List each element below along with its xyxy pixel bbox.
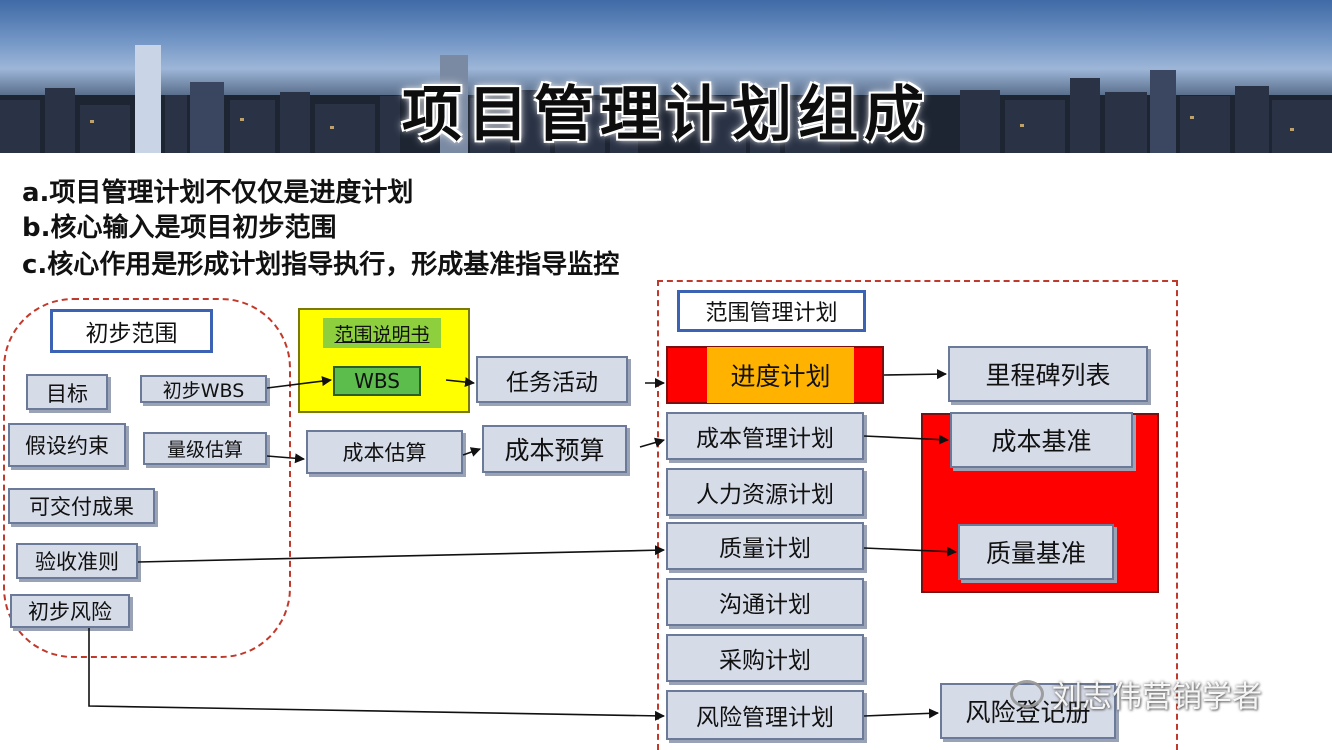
arrow-wbs-to-wbs <box>266 376 332 389</box>
wbs-box: WBS <box>333 366 421 396</box>
point-b: b.核心输入是项目初步范围 <box>22 213 337 243</box>
cost-baseline-box: 成本基准 <box>950 412 1133 468</box>
procurement-plan-box: 采购计划 <box>666 634 864 682</box>
page-title: 项目管理计划组成 <box>402 80 930 150</box>
acceptance-criteria-box: 验收准则 <box>16 543 138 579</box>
assumption-constraint-box: 假设约束 <box>8 423 126 467</box>
cost-estimate-box: 成本估算 <box>306 430 463 474</box>
arrow-risk-plan-to-register <box>863 708 939 719</box>
plan-group <box>657 280 1178 750</box>
cost-budget-box: 成本预算 <box>482 425 627 473</box>
schedule-plan-box: 进度计划 <box>707 347 854 403</box>
goal-box: 目标 <box>26 374 108 410</box>
quality-plan-box: 质量计划 <box>666 522 864 570</box>
initial-wbs-box: 初步WBS <box>140 375 267 403</box>
arrow-budget-to-cost-plan <box>639 437 665 448</box>
arrow-schedule-to-milestone <box>883 369 947 380</box>
arrow-quality-plan-to-baseline <box>863 546 957 557</box>
initial-risk-box: 初步风险 <box>10 594 130 628</box>
task-activity-box: 任务活动 <box>476 356 628 403</box>
point-c: c.核心作用是形成计划指导执行，形成基准指导监控 <box>22 250 620 280</box>
scope-statement-label: 范围说明书 <box>323 318 441 348</box>
hr-plan-box: 人力资源计划 <box>666 468 864 516</box>
arrow-cost-plan-to-baseline <box>863 434 949 445</box>
risk-management-plan-box: 风险管理计划 <box>666 690 864 740</box>
arrow-criteria-to-quality-plan <box>137 545 665 563</box>
watermark: 刘志伟营销学者 <box>1010 672 1262 716</box>
arrow-cost-estimate-to-budget <box>462 447 481 457</box>
arrow-wbs-to-task <box>445 377 475 388</box>
point-a: a.项目管理计划不仅仅是进度计划 <box>22 178 414 208</box>
milestone-list-box: 里程碑列表 <box>948 346 1148 402</box>
order-estimate-box: 量级估算 <box>143 432 267 465</box>
city-skyline-image <box>0 45 1332 153</box>
title-banner <box>0 0 1332 153</box>
communication-plan-box: 沟通计划 <box>666 578 864 626</box>
wechat-icon <box>1010 680 1044 708</box>
arrow-estimate-to-cost-estimate <box>266 453 305 464</box>
scope-management-plan-box: 范围管理计划 <box>677 290 866 332</box>
deliverables-box: 可交付成果 <box>8 488 155 524</box>
quality-baseline-box: 质量基准 <box>958 524 1114 580</box>
cost-management-plan-box: 成本管理计划 <box>666 412 864 460</box>
arrow-risk-to-risk-plan <box>88 628 665 721</box>
initial-scope-box: 初步范围 <box>50 309 213 353</box>
initial-scope-group <box>3 298 291 658</box>
watermark-text: 刘志伟营销学者 <box>1052 680 1262 715</box>
